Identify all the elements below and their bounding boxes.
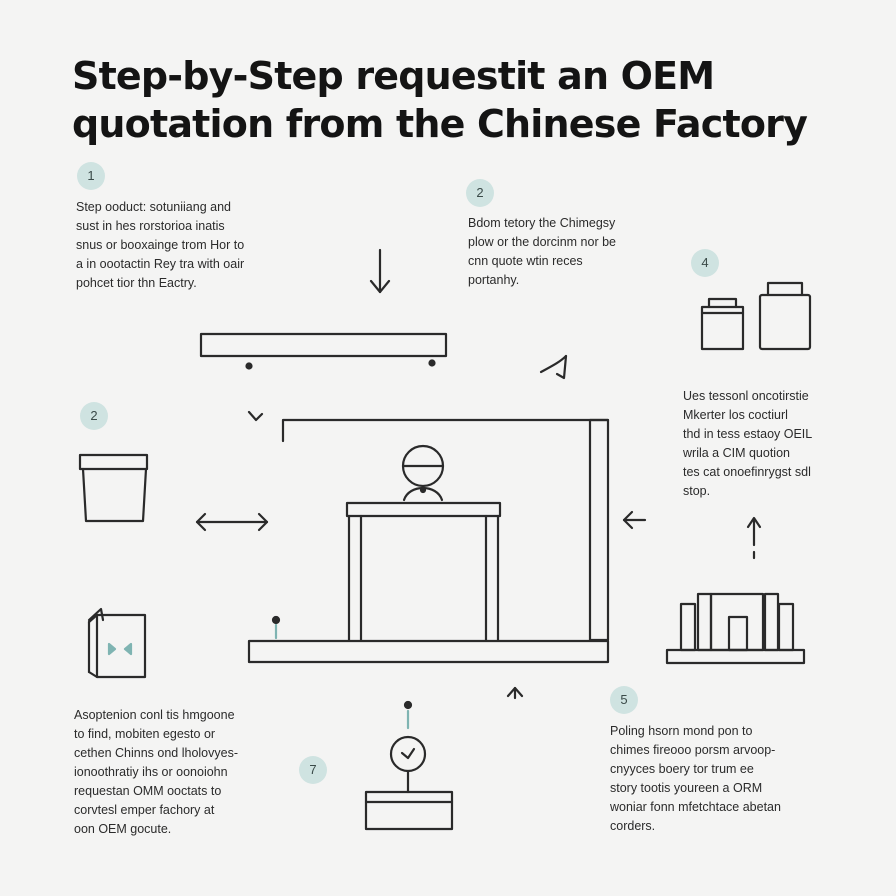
person-icon [401,444,445,502]
step-1-line: sust in hes rorstorioa inatis [76,219,225,233]
page-title: Step-by-Step requestit an OEM quotation … [72,52,832,148]
step-2-line: Bdom tetory the Chimegsy [468,216,616,230]
step-badge-4: 4 [691,249,719,277]
step-2-text: Bdom tetory the Chimegsy plow or the dor… [468,214,616,290]
step-5-line: Poling hsorn mond pon to [610,724,753,738]
desk-icon [345,501,502,642]
shelf-icon [199,332,448,370]
step-4-line: Ues tessonl oncotirstie [683,389,809,403]
shopping-bag-small-icon [700,297,745,351]
step-6-line: requestan OMM ooctats to [74,784,222,798]
step-6-text: Asoptenion conl tis hmgoone to find, mob… [74,706,238,839]
step-badge-2: 2 [466,179,494,207]
step-badge-5: 5 [610,686,638,714]
step-2-line: plow or the dorcinm nor be [468,235,616,249]
step-6-line: cethen Chinns ond lholovyes- [74,746,238,760]
step-4-line: thd in tess estaoy OEIL [683,427,813,441]
hook-arrow-icon [539,354,568,380]
arrow-up-icon [506,686,524,700]
bucket-icon [78,453,149,523]
base-platform-icon [247,639,610,664]
step-5-line: chimes fireooo porsm arvoop- [610,743,776,757]
arrow-down-icon [369,248,391,294]
title-line-1: Step-by-Step requestit an OEM [72,54,715,98]
step-5-text: Poling hsorn mond pon to chimes fireooo … [610,722,781,836]
step-5-line: story tootis youreen a ORM [610,781,763,795]
step-1-line: a in oootactin Rey tra with oair [76,257,245,271]
step-5-line: woniar fonn mfetchtace abetan [610,800,781,814]
timer-on-box-icon [364,700,454,831]
step-6-line: oon OEM gocute. [74,822,172,836]
step-6-line: corvtesl emper fachory at [74,803,215,817]
tick-mark-icon [247,410,264,422]
step-4-line: tes cat onoefinrygst sdl [683,465,811,479]
pin-icon [271,615,281,640]
title-line-2: quotation from the Chinese Factory [72,102,808,146]
step-4-line: stop. [683,484,711,498]
step-badge-7: 7 [299,756,327,784]
shopping-bag-large-icon [758,281,812,351]
step-2-line: cnn quote wtin reces [468,254,583,268]
step-badge-1: 1 [77,162,105,190]
document-package-icon [87,607,147,679]
step-4-line: wrila a CIM quotion [683,446,790,460]
step-4-text: Ues tessonl oncotirstie Mkerter los coct… [683,387,812,501]
step-6-line: ionoothratiy ihs or oonoiohn [74,765,228,779]
step-5-line: corders. [610,819,656,833]
step-2-line: portanhy. [468,273,520,287]
step-1-line: pohcet tior thn Eactry. [76,276,197,290]
double-arrow-icon [195,512,269,532]
step-6-line: Asoptenion conl tis hmgoone [74,708,235,722]
frame-wall-icon [281,418,610,642]
step-badge-2b: 2 [80,402,108,430]
step-1-line: Step ooduct: sotuniiang and [76,200,231,214]
step-6-line: to find, mobiten egesto or [74,727,216,741]
step-1-line: snus or booxainge trom Hor to [76,238,245,252]
arrow-up-dashed-icon [746,516,762,560]
step-5-line: cnyyces boery tor trum ee [610,762,754,776]
arrow-left-icon [622,510,647,530]
factory-building-icon [665,592,806,665]
step-1-text: Step ooduct: sotuniiang and sust in hes … [76,198,244,293]
step-4-line: Mkerter los coctiurl [683,408,788,422]
